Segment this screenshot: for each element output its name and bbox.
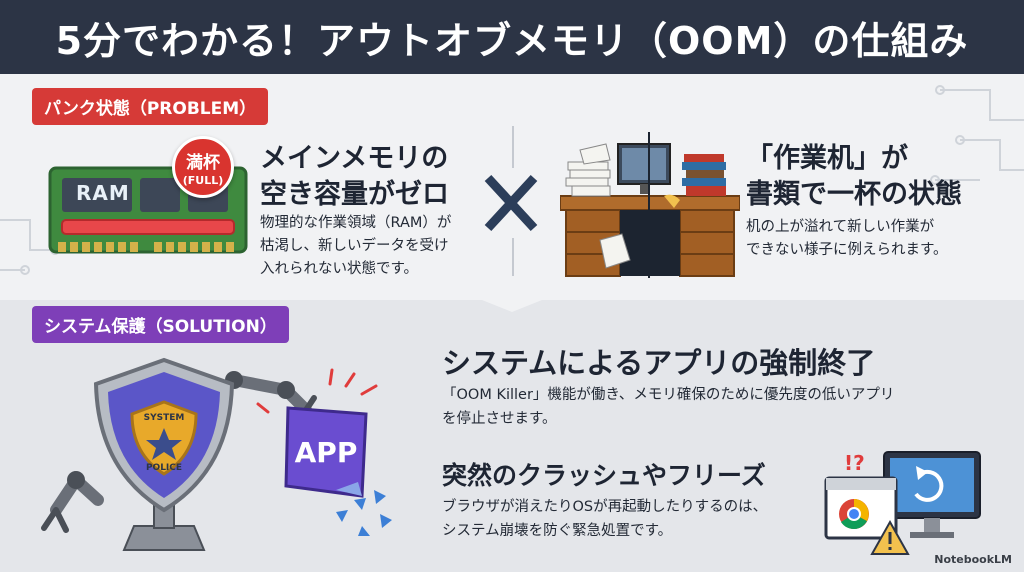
full-badge: 満杯 (FULL) — [172, 136, 234, 198]
desk-heading-line2: 書類で一杯の状態 — [746, 179, 962, 210]
desk-body-line2: できない様子に例えられます。 — [746, 242, 948, 258]
circuit-decoration-left — [0, 219, 60, 275]
ram-heading-line1: メインメモリの — [260, 143, 449, 174]
full-badge-sub: (FULL) — [182, 174, 224, 187]
problem-tag: パンク状態（PROBLEM） — [32, 88, 269, 125]
full-badge-main: 満杯 — [186, 153, 220, 173]
ram-body-line2: 枯渇し、新しいデータを受け — [260, 238, 449, 254]
crash-heading: 突然のクラッシュやフリーズ — [442, 461, 766, 490]
crash-body-line2: システム崩壊を防ぐ緊急処置です。 — [442, 523, 673, 539]
ram-body-line3: 入れられない状態です。 — [260, 261, 419, 277]
system-police-illustration: SYSTEM POLICE APP — [41, 357, 392, 551]
alert-mark: !? — [844, 451, 865, 475]
messy-desk-icon — [560, 132, 740, 278]
shield-text-police: POLICE — [146, 463, 182, 473]
ram-heading-line2: 空き容量がゼロ — [260, 179, 449, 210]
desk-body-line1: 机の上が溢れて新しい作業が — [746, 219, 935, 235]
circuit-decoration-right — [930, 85, 1024, 185]
solution-tag: システム保護（SOLUTION） — [32, 306, 289, 343]
cross-icon — [476, 168, 546, 238]
kill-body-line2: を停止させます。 — [442, 411, 557, 427]
crash-body-line1: ブラウザが消えたりOSが再起動したりするのは、 — [442, 499, 768, 515]
page-title: 5分でわかる！アウトオブメモリ（OOM）の仕組み — [55, 18, 969, 63]
crash-restart-icon: !? — [824, 451, 981, 555]
notebooklm-logo: NotebookLM — [934, 553, 1012, 566]
kill-body-line1: 「OOM Killer」機能が働き、メモリ確保のために優先度の低いアプリ — [442, 387, 895, 403]
desk-heading-line1: 「作業机」が — [746, 143, 908, 174]
ram-label: RAM — [76, 181, 130, 205]
shield-text-system: SYSTEM — [144, 413, 185, 423]
kill-heading: システムによるアプリの強制終了 — [442, 346, 876, 380]
section-chevron — [482, 290, 542, 312]
app-label: APP — [295, 436, 358, 469]
ram-body-line1: 物理的な作業領域（RAM）が — [260, 215, 452, 231]
title-bar: 5分でわかる！アウトオブメモリ（OOM）の仕組み — [0, 0, 1024, 74]
